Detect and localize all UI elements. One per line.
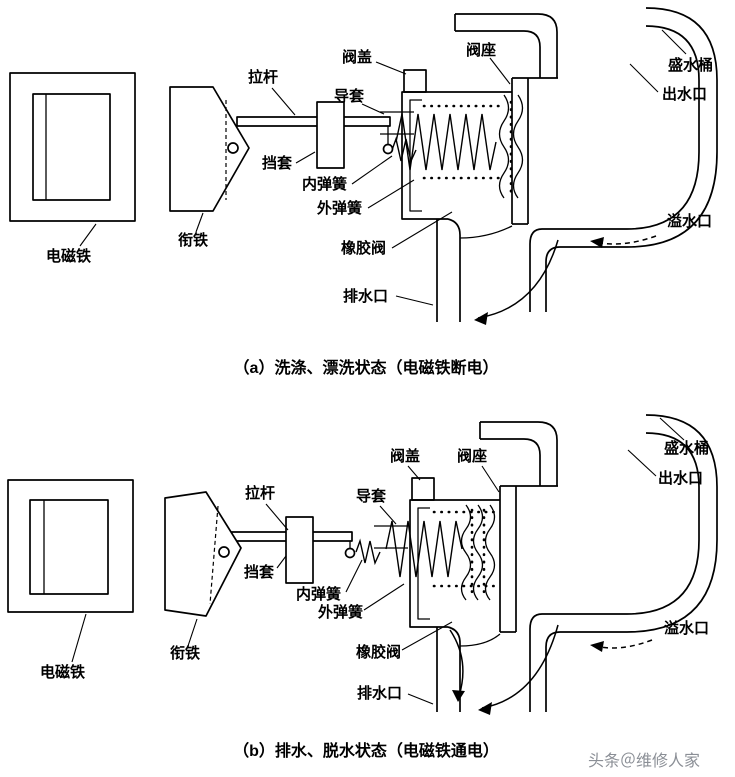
flow-arrow [481,624,559,709]
label-drain-port: 排水口 [357,684,402,702]
drain-pipe [436,218,513,322]
stop-sleeve [285,516,314,584]
label-pull-rod: 拉杆 [245,484,275,502]
label-guide-sleeve: 导套 [334,87,365,105]
label-water-tub: 盛水桶 [664,439,709,457]
valve-seat [511,77,558,225]
overflow-arrowhead [590,641,604,652]
rubber-valve [422,94,524,199]
flow-arrow [477,239,559,319]
outer-spring [385,520,463,578]
diagram-a: 拉杆 阀盖 阀座 导套 盛水桶 出水口 挡套 内弹簧 外弹簧 橡胶阀 溢水口 排… [9,7,718,377]
flow-arrows [449,624,653,715]
label-pull-rod: 拉杆 [248,68,278,86]
label-outer-spring: 外弹簧 [317,603,363,621]
label-electromagnet: 电磁铁 [40,663,85,681]
label-water-outlet: 出水口 [658,469,703,487]
rubber-valve [432,504,498,601]
pull-rod [236,116,394,155]
valve-cover [409,477,500,628]
tub-and-outlet-pipe [529,7,718,312]
label-water-outlet: 出水口 [662,85,707,103]
label-stop-sleeve: 挡套 [262,154,293,172]
guide-sleeve [380,111,414,135]
flow-arrowhead [474,312,488,325]
overflow-arrow [595,235,657,245]
overflow-arrowhead [590,237,604,248]
guide-sleeve [374,525,408,549]
label-outer-spring: 外弹簧 [316,199,362,217]
label-drain-port: 排水口 [343,287,388,305]
drain-pipe [436,626,501,712]
drain-flow-arrowhead [452,690,465,702]
inner-spring [391,136,417,164]
label-rubber-valve: 橡胶阀 [356,643,401,661]
label-valve-seat: 阀座 [466,41,496,59]
label-inner-spring: 内弹簧 [296,585,341,603]
label-armature: 衔铁 [178,231,208,249]
inner-spring [355,538,381,566]
caption-a: （a）洗涤、漂洗状态（电磁铁断电） [234,358,499,377]
drain-flow-arrow [449,629,464,697]
tub-and-outlet-pipe [529,414,718,712]
label-valve-cover: 阀盖 [342,48,372,66]
overflow-arrow [595,639,653,649]
label-water-tub: 盛水桶 [668,56,713,74]
valve-cover [401,69,512,220]
inlet-pipe [454,13,558,78]
label-guide-sleeve: 导套 [356,487,387,505]
leader-lines [79,29,687,306]
diagram-b: 拉杆 阀盖 阀座 导套 盛水桶 出水口 挡套 内弹簧 外弹簧 橡胶阀 溢水口 排… [7,414,718,760]
valve-seat [499,485,558,633]
label-valve-seat: 阀座 [457,447,487,465]
label-overflow-port: 溢水口 [667,212,712,230]
leader-lines [71,417,685,705]
label-rubber-valve: 橡胶阀 [341,239,386,257]
armature [164,491,242,617]
flow-arrows [474,235,657,325]
label-armature: 衔铁 [170,644,200,662]
label-inner-spring: 内弹簧 [302,175,347,193]
watermark: 头条＠维修人家 [588,752,700,770]
electromagnet [9,72,136,222]
inlet-pipe [479,421,558,486]
label-electromagnet: 电磁铁 [46,247,91,265]
label-valve-cover: 阀盖 [390,447,420,465]
flow-arrowhead [478,702,492,715]
electromagnet [7,479,134,613]
caption-b: （b）排水、脱水状态（电磁铁通电） [233,741,499,760]
stop-sleeve [316,101,345,169]
label-stop-sleeve: 挡套 [244,563,275,581]
armature [169,86,250,212]
label-overflow-port: 溢水口 [664,619,709,637]
